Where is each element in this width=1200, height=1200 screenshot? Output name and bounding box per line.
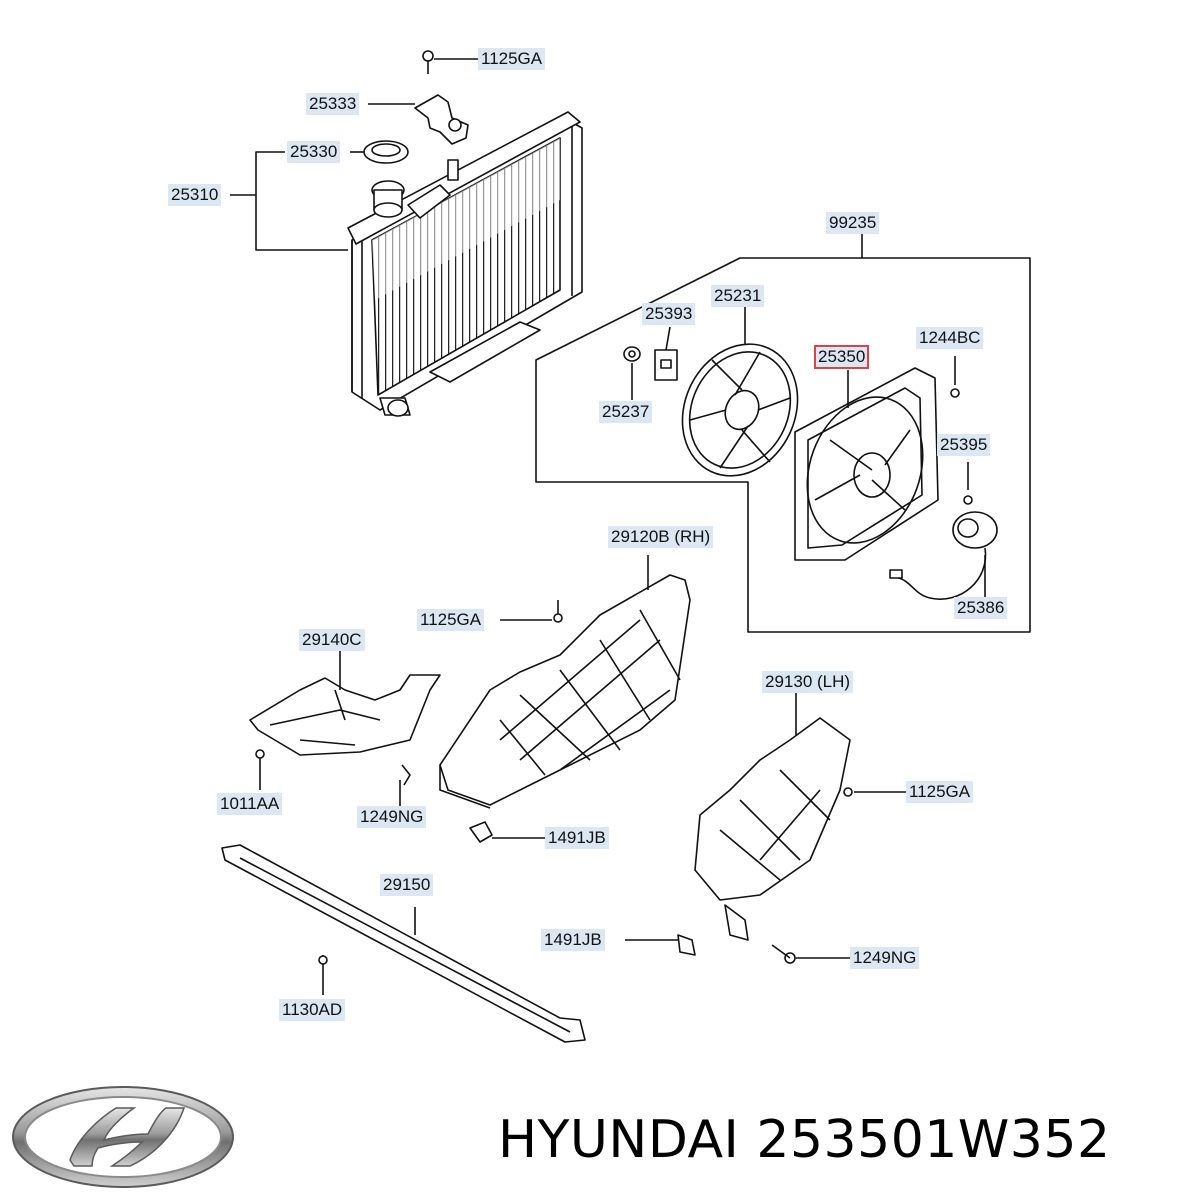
label-1244BC: 1244BC (916, 327, 984, 349)
label-1249NG-right: 1249NG (850, 947, 920, 969)
label-1130AD: 1130AD (279, 999, 346, 1021)
label-1125GA-mid: 1125GA (417, 609, 485, 631)
label-1011AA: 1011AA (217, 793, 283, 815)
label-25386: 25386 (954, 597, 1008, 619)
fan-blade-drawing (681, 343, 799, 477)
label-1125GA-right: 1125GA (906, 781, 974, 803)
label-25310: 25310 (168, 184, 222, 206)
hyundai-logo-icon (12, 1086, 234, 1188)
label-29120B: 29120B (RH) (608, 526, 714, 548)
label-29150: 29150 (380, 874, 434, 896)
label-25231: 25231 (711, 285, 765, 307)
label-99235: 99235 (826, 212, 880, 234)
label-29130: 29130 (LH) (762, 671, 854, 693)
air-guard-lh-drawing (694, 717, 851, 941)
label-29140C: 29140C (299, 629, 365, 651)
label-25395: 25395 (937, 434, 991, 456)
parts-diagram (221, 50, 1031, 1043)
lower-bar-drawing (221, 844, 586, 1043)
part-number: 253501W352 (756, 1110, 1111, 1170)
label-25237: 25237 (599, 401, 653, 423)
air-guard-rh-drawing (439, 574, 691, 809)
label-1249NG-left: 1249NG (357, 806, 427, 828)
label-1125GA-top: 1125GA (478, 48, 546, 70)
brand-name: HYUNDAI (498, 1110, 740, 1170)
label-1491JB-bottom: 1491JB (541, 929, 605, 951)
label-25350-highlighted: 25350 (813, 345, 870, 369)
part-caption: HYUNDAI 253501W352 (498, 1108, 1111, 1172)
label-25330: 25330 (287, 141, 341, 163)
radiator-drawing (347, 111, 583, 417)
label-1491JB-top: 1491JB (545, 827, 609, 849)
fan-shroud-drawing (794, 367, 939, 561)
under-cover-drawing (249, 674, 441, 756)
label-25393: 25393 (642, 303, 696, 325)
label-25333: 25333 (306, 93, 360, 115)
